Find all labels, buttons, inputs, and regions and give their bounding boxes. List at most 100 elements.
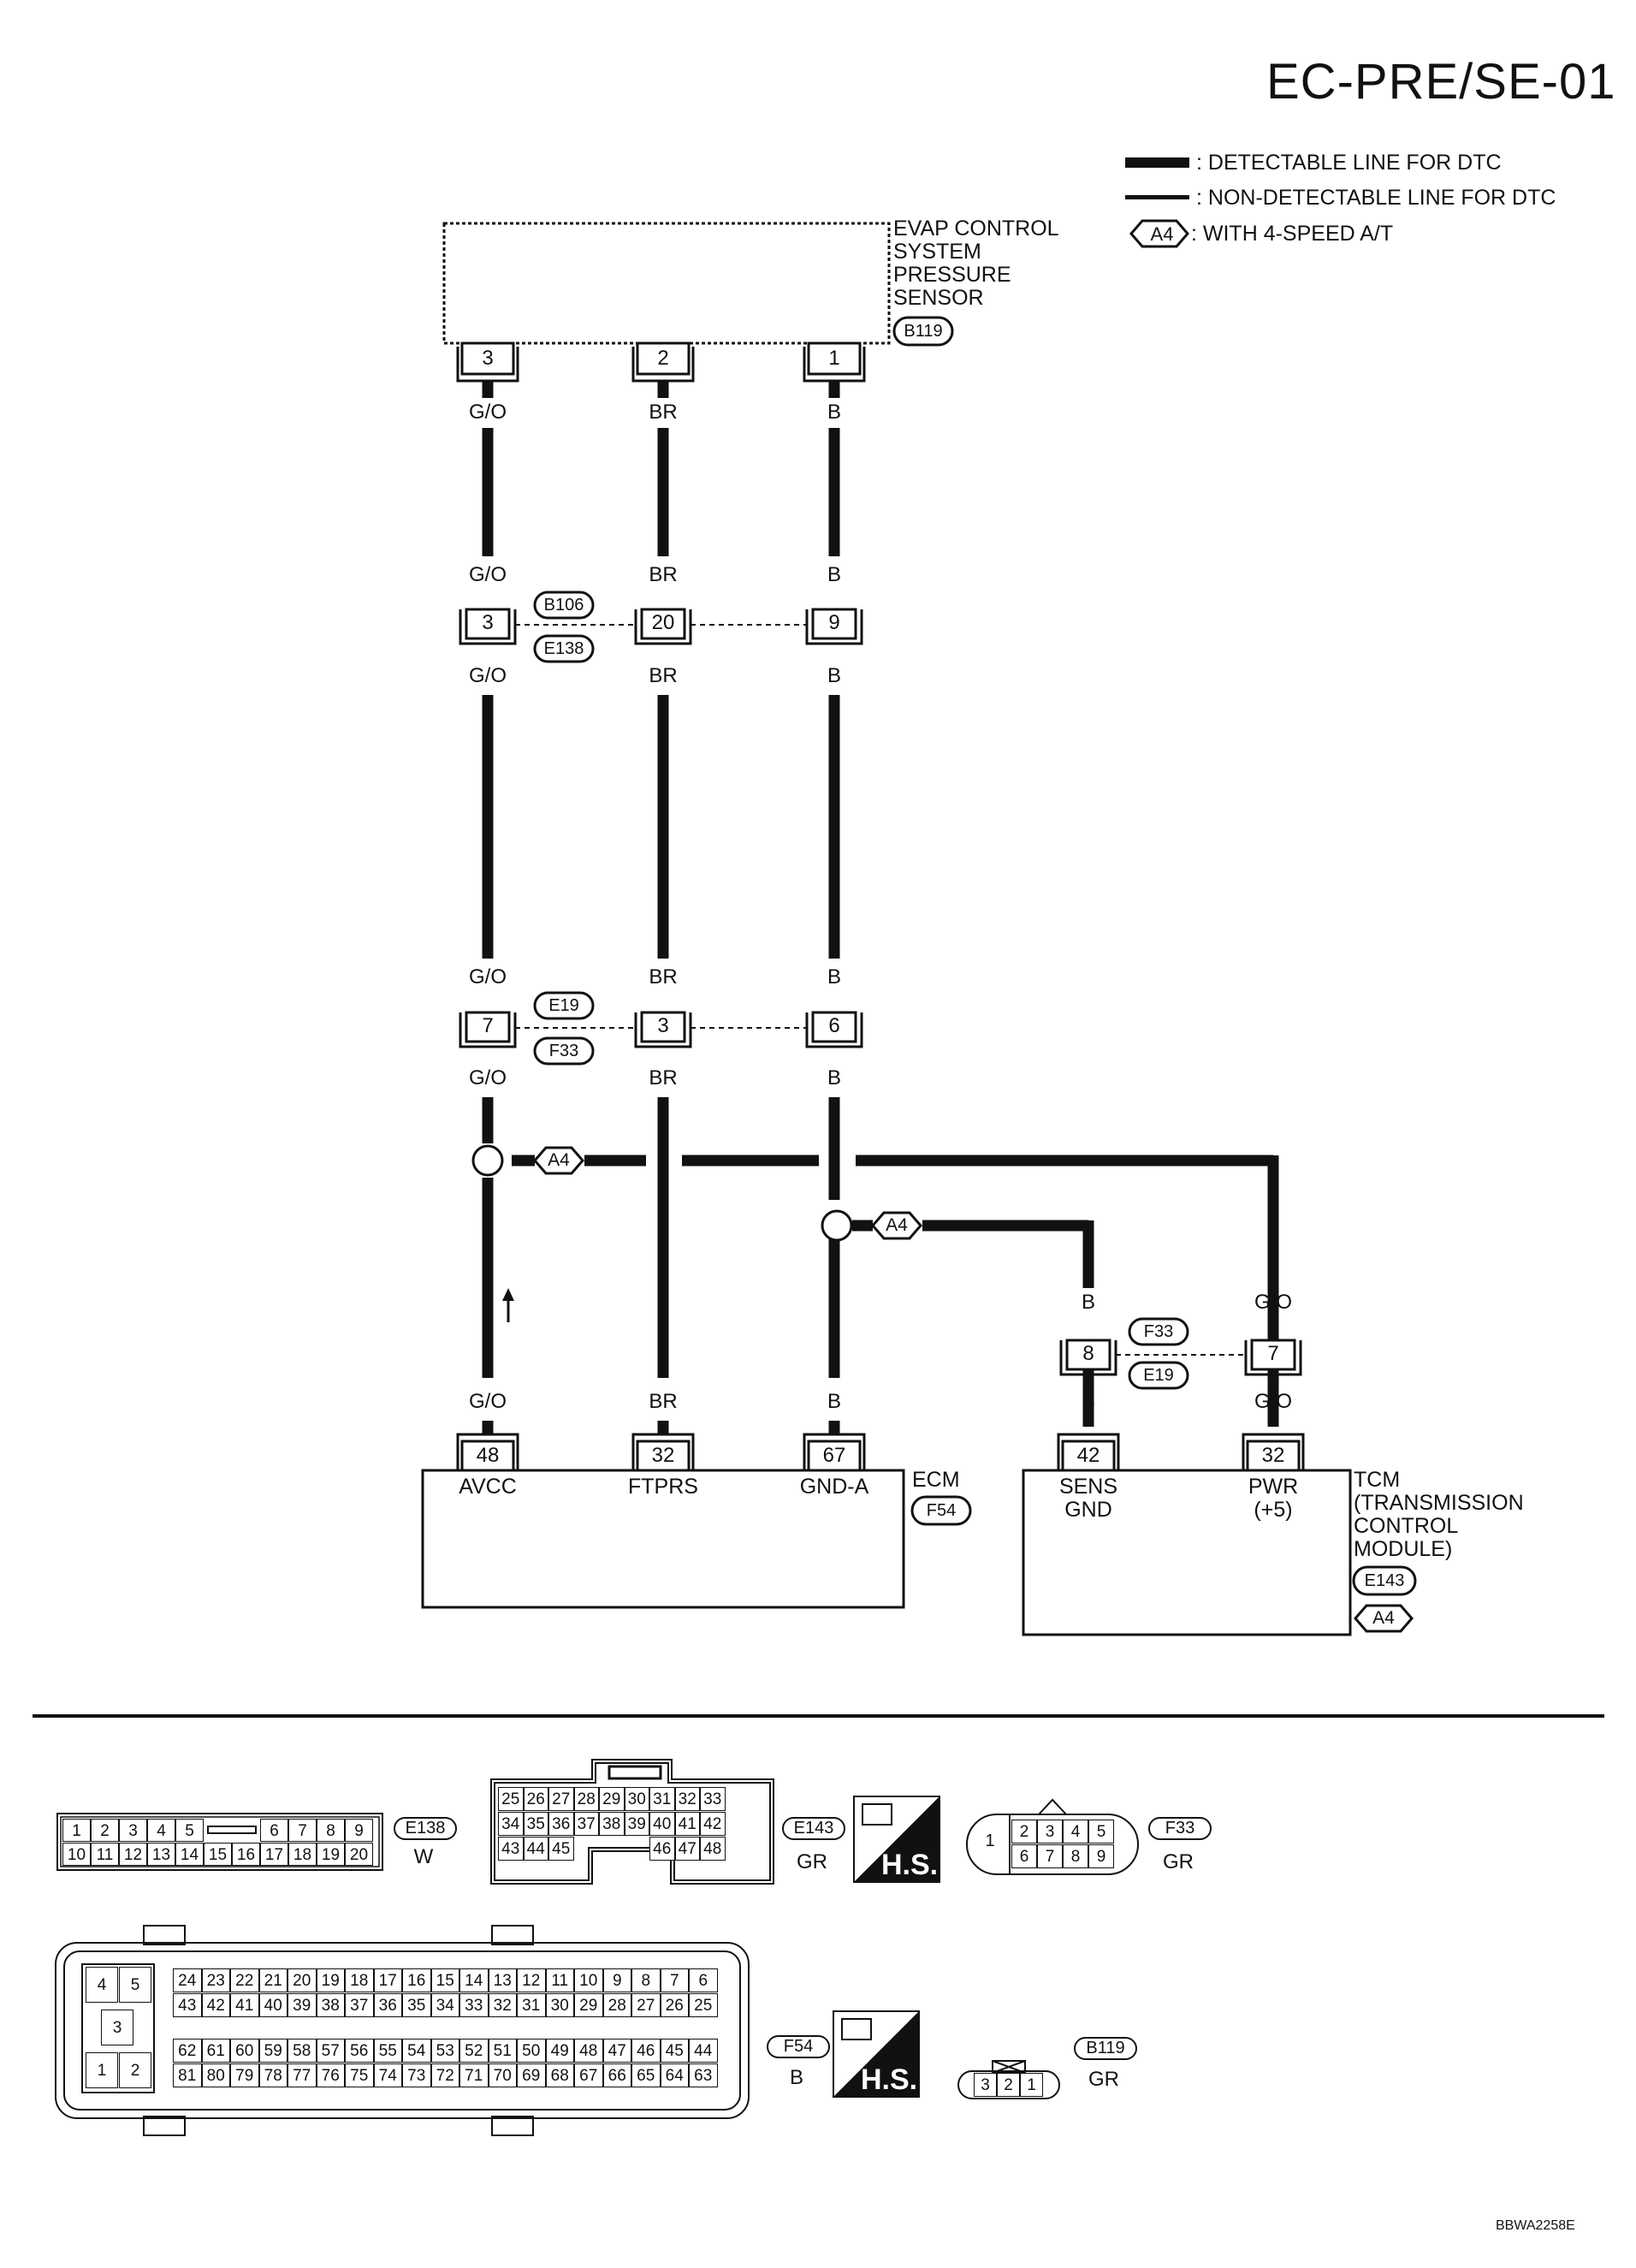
- f54-pin: 25: [689, 1993, 718, 2017]
- e138-pin: 19: [317, 1843, 345, 1866]
- ecm-connector-pins: [460, 1440, 862, 1472]
- f54-pin: 66: [602, 2063, 631, 2087]
- joint2-upper-id: E19: [548, 996, 579, 1015]
- f33-view-id: F33: [1148, 1817, 1212, 1840]
- joint2-pins: [465, 1011, 857, 1043]
- e138-pin: 9: [345, 1819, 373, 1842]
- f54-pin: 7: [660, 1968, 689, 1992]
- f54-pin: 45: [660, 2039, 689, 2063]
- f54-pin: 74: [373, 2063, 402, 2087]
- tcm-joint-pins: [1065, 1339, 1296, 1371]
- legend-detectable-swatch: [1125, 157, 1189, 168]
- e138-pin: 16: [232, 1843, 260, 1866]
- tcm-option-tag: A4: [1372, 1608, 1395, 1628]
- f33-pin: 3: [1037, 1820, 1063, 1843]
- e143-pin: 43: [498, 1837, 524, 1861]
- f54-pin: 15: [430, 1968, 459, 1992]
- b119-pin: 2: [997, 2073, 1020, 2097]
- b119-view-id: B119: [1074, 2037, 1137, 2060]
- e138-pin: 7: [288, 1819, 317, 1842]
- b119-view-color: GR: [1088, 2068, 1119, 2091]
- e143-pin: 29: [599, 1787, 625, 1811]
- f54-pin: 39: [287, 1993, 317, 2017]
- splice-tag-1-icon: [533, 1146, 584, 1175]
- wire-label-b: B: [827, 965, 841, 989]
- ecm-name: ECM: [912, 1468, 960, 1492]
- tcm-joint-lower-id: E19: [1143, 1366, 1174, 1385]
- direction-arrow-icon: [502, 1288, 514, 1322]
- b119-pin: 3: [974, 2073, 997, 2097]
- e138-connector-view: [56, 1813, 383, 1871]
- sensor-pin-1: 1: [828, 347, 840, 370]
- hs-label-2: H.S.: [861, 2063, 918, 2096]
- f54-pin: 33: [459, 1993, 489, 2017]
- e143-pin: 25: [498, 1787, 524, 1811]
- wire-label-b: B: [1081, 1390, 1095, 1413]
- e138-pin: 17: [260, 1843, 288, 1866]
- wire-label-go: G/O: [468, 664, 507, 687]
- wire-label-go: G/O: [1254, 1291, 1292, 1314]
- e138-pin: 3: [119, 1819, 147, 1842]
- wire-label-b: B: [827, 1390, 841, 1413]
- f33-pin: 7: [1037, 1844, 1063, 1868]
- f54-pin: 47: [602, 2039, 631, 2063]
- joint1-lower-id: E138: [543, 639, 584, 658]
- f54-pin: 10: [574, 1968, 603, 1992]
- e138-pin: 13: [147, 1843, 175, 1866]
- f54-pin: 52: [459, 2039, 489, 2063]
- e138-pin: 12: [119, 1843, 147, 1866]
- f54-pin: 48: [574, 2039, 603, 2063]
- sensor-pin-2: 2: [657, 347, 669, 370]
- e143-view-id: E143: [782, 1817, 845, 1840]
- f54-pin: 2: [119, 2052, 151, 2088]
- f54-pin: 17: [373, 1968, 402, 1992]
- e138-key-slot: [207, 1826, 257, 1834]
- f54-pin: 36: [373, 1993, 402, 2017]
- f54-pin: 31: [517, 1993, 546, 2017]
- f33-pin: 8: [1063, 1844, 1088, 1868]
- f54-pin: 26: [660, 1993, 689, 2017]
- f54-pin: 34: [430, 1993, 459, 2017]
- e138-pin: 4: [147, 1819, 175, 1842]
- e143-pin: 34: [498, 1812, 524, 1836]
- b119-connector-view: [957, 2060, 1060, 2099]
- wire-label-go: G/O: [1254, 1390, 1292, 1413]
- tcm-joint-pin: 7: [1267, 1342, 1279, 1365]
- e138-pin: 18: [288, 1843, 317, 1866]
- f33-pin: 6: [1011, 1844, 1037, 1868]
- b119-pin: 1: [1020, 2073, 1043, 2097]
- page-code: EC-PRE/SE-01: [1266, 54, 1616, 110]
- tcm-pin-brackets: [1057, 1433, 1305, 1470]
- e138-view-color: W: [413, 1845, 434, 1868]
- f54-pin: 27: [631, 1993, 661, 2017]
- f54-pin: 5: [119, 1967, 151, 2003]
- f54-pin: 65: [631, 2063, 661, 2087]
- f54-pin: 21: [258, 1968, 287, 1992]
- ecm-terminal-ftprs: FTPRS: [628, 1475, 698, 1499]
- f54-pin: 24: [173, 1968, 202, 1992]
- f54-pin: 22: [230, 1968, 259, 1992]
- f54-pin: 9: [602, 1968, 631, 1992]
- f54-pin: 71: [459, 2063, 489, 2087]
- e143-pin: 33: [700, 1787, 726, 1811]
- f54-pin: 23: [201, 1968, 230, 1992]
- f54-pin: 57: [316, 2039, 345, 2063]
- wire-label-go: G/O: [468, 1066, 507, 1089]
- splice-tag-1: A4: [548, 1150, 570, 1170]
- wire-label-b: B: [1081, 1291, 1095, 1314]
- f54-pin: 49: [545, 2039, 574, 2063]
- joint2-pin: 7: [482, 1014, 494, 1037]
- f54-pin: 51: [488, 2039, 517, 2063]
- e143-pin: 35: [523, 1812, 548, 1836]
- splice-b: [821, 1209, 853, 1242]
- joint2-brackets: [459, 1012, 863, 1048]
- splice-tag-2: A4: [886, 1215, 908, 1235]
- ecm-pin: 48: [476, 1444, 500, 1467]
- e143-pin: 30: [624, 1787, 649, 1811]
- sensor-connector-id: B119: [904, 322, 943, 341]
- e143-pin: 48: [700, 1837, 726, 1861]
- wire-label-go: G/O: [468, 563, 507, 586]
- f33-pin: 1: [985, 1832, 995, 1850]
- tcm-joint-pin: 8: [1082, 1342, 1094, 1365]
- f54-pin: 79: [230, 2063, 259, 2087]
